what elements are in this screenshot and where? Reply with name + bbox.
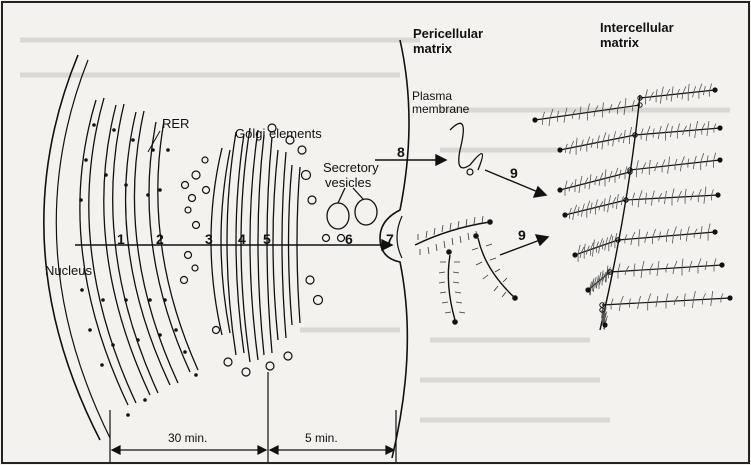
step-5: 5 xyxy=(263,231,271,247)
pericellular-fibrils xyxy=(415,216,518,325)
step-1: 1 xyxy=(117,231,125,247)
intercellular-matrix-label: matrix xyxy=(600,35,640,50)
procollagen-end xyxy=(467,169,473,175)
matrix-fibril xyxy=(616,224,718,247)
matrix-fibril xyxy=(557,127,637,155)
nuclear-envelope-inner xyxy=(56,60,110,438)
vesicles-label: vesicles xyxy=(325,175,372,190)
step-numbers: 1 2 3 4 5 6 7 8 9 9 xyxy=(117,144,526,247)
step-2: 2 xyxy=(156,231,164,247)
matrix-fibril xyxy=(557,166,632,195)
procollagen-loop xyxy=(450,123,483,170)
intercellular-label: Intercellular xyxy=(600,20,674,35)
ribosomes xyxy=(79,123,198,417)
plasma-label: Plasma xyxy=(412,89,452,103)
matrix-fibril xyxy=(624,187,721,208)
matrix-fibril xyxy=(608,259,725,279)
matrix-fibril xyxy=(562,194,628,220)
nucleus-label: Nucleus xyxy=(45,263,92,278)
step-9-upper: 9 xyxy=(510,165,518,181)
intercellular-fibers xyxy=(532,84,732,330)
membrane-label: membrane xyxy=(412,102,470,116)
step-8: 8 xyxy=(397,144,405,160)
rough-endoplasmic-reticulum xyxy=(80,98,198,405)
matrix-fibril xyxy=(600,291,733,311)
matrix-fibril xyxy=(572,233,620,262)
step-4: 4 xyxy=(238,231,246,247)
step-7: 7 xyxy=(386,231,394,247)
rer-label: RER xyxy=(162,116,189,131)
step-3: 3 xyxy=(205,231,213,247)
secretory-label: Secretory xyxy=(323,160,379,175)
secretory-vesicles xyxy=(327,188,377,229)
matrix-fibril xyxy=(628,153,723,178)
time-scale xyxy=(110,372,396,462)
exocytosis-pocket xyxy=(397,216,402,258)
step-6: 6 xyxy=(345,231,353,247)
time-5-label: 5 min. xyxy=(305,431,338,445)
matrix-spine xyxy=(600,95,640,330)
pericellular-label: Pericellular xyxy=(413,26,483,41)
step-9-lower: 9 xyxy=(518,227,526,243)
pericellular-matrix-label: matrix xyxy=(413,41,453,56)
transition-vesicles xyxy=(181,157,209,284)
time-30-label: 30 min. xyxy=(168,431,207,445)
golgi-vesicles xyxy=(192,124,345,376)
golgi-label: Golgi elements xyxy=(235,126,322,141)
matrix-fibril xyxy=(638,84,718,105)
matrix-fibril xyxy=(633,121,723,141)
arrow-8 xyxy=(375,155,446,165)
